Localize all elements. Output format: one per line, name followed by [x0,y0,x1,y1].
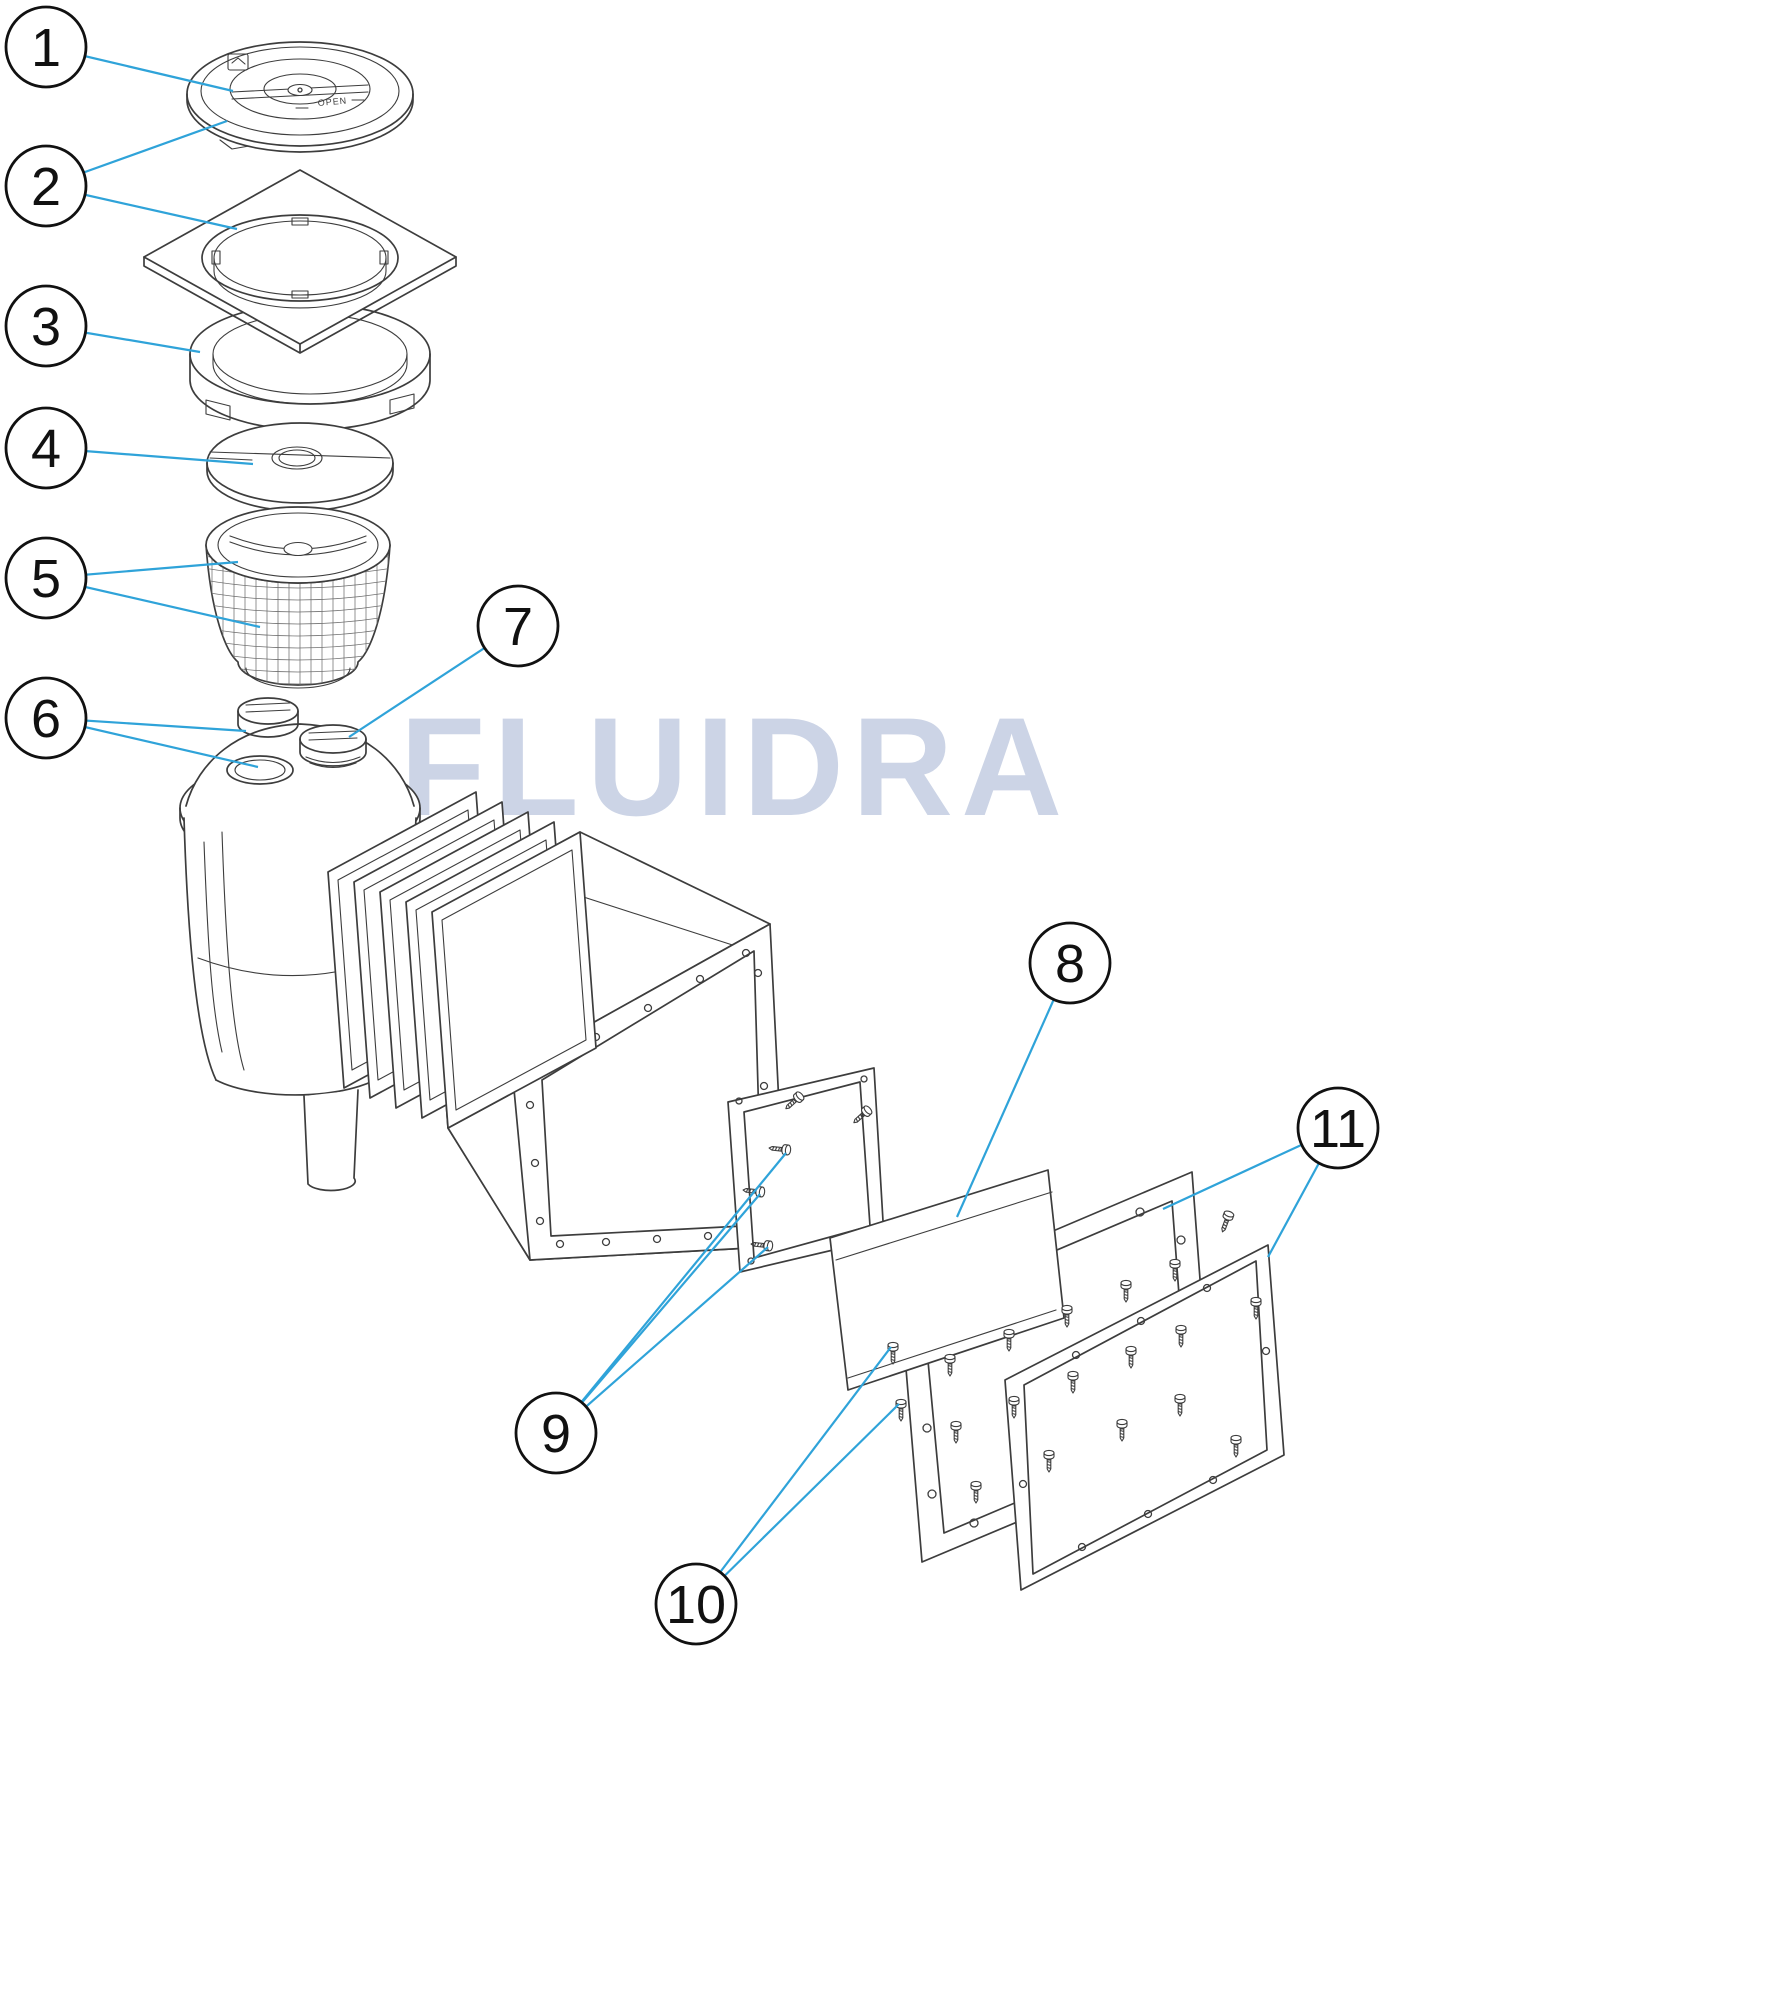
callout-number-2: 2 [31,157,61,217]
callout-2: 2 [4,144,88,228]
callout-11: 11 [1296,1086,1380,1170]
callout-number-3: 3 [31,297,61,357]
callout-10: 10 [654,1562,738,1646]
gasket-screw-holes [1018,1283,1271,1552]
callout-number-5: 5 [31,549,61,609]
callout-circle-2 [4,144,88,228]
callout-number-1: 1 [31,18,61,78]
callout-9: 9 [514,1391,598,1475]
callout-7: 7 [476,584,560,668]
mounting-frame [143,169,457,354]
gasket-stack [327,791,597,1129]
callout-number-10: 10 [666,1575,726,1635]
gasket-frame [1004,1244,1285,1591]
callout-number-9: 9 [541,1404,571,1464]
callout-5: 5 [4,536,88,620]
callout-layer: 1 2 3 4 5 6 7 8 9 10 11 [4,5,1380,1646]
callout-circle-6 [4,676,88,760]
callout-circle-5 [4,536,88,620]
leader-line-9-1 [555,1152,787,1434]
callout-4: 4 [4,406,88,490]
dome-hole [226,755,294,785]
callout-number-8: 8 [1055,934,1085,994]
lid-open-label: OPEN [317,95,347,108]
callout-number-4: 4 [31,419,61,479]
cover-plate [206,422,394,512]
callout-circle-7 [476,584,560,668]
callout-1: 1 [4,5,88,89]
leader-line-8-1 [955,962,1072,1218]
callout-circle-9 [514,1391,598,1475]
leader-line-10-1 [695,1346,892,1605]
leader-line-9-2 [555,1193,761,1434]
extension-collar [189,303,431,442]
callout-circle-8 [1028,921,1112,1005]
callout-number-11: 11 [1310,1099,1366,1159]
callout-circle-10 [654,1562,738,1646]
lid-logo [227,53,249,71]
callout-circle-3 [4,284,88,368]
callout-circle-11 [1296,1086,1380,1170]
callout-circle-1 [4,5,88,89]
callout-8: 8 [1028,921,1112,1005]
fluidra-watermark: FLUIDRA [400,688,1070,845]
leader-line-9-3 [555,1246,769,1434]
callout-number-6: 6 [31,689,61,749]
drain-stub [303,1089,359,1192]
plug-left [237,697,299,738]
leader-line-10-2 [695,1403,900,1605]
callout-6: 6 [4,676,88,760]
callout-3: 3 [4,284,88,368]
skimmer-basket [205,506,391,689]
callout-number-7: 7 [503,597,533,657]
skimmer-lid: OPEN [186,41,414,153]
callout-circle-4 [4,406,88,490]
plug-right [299,724,367,769]
